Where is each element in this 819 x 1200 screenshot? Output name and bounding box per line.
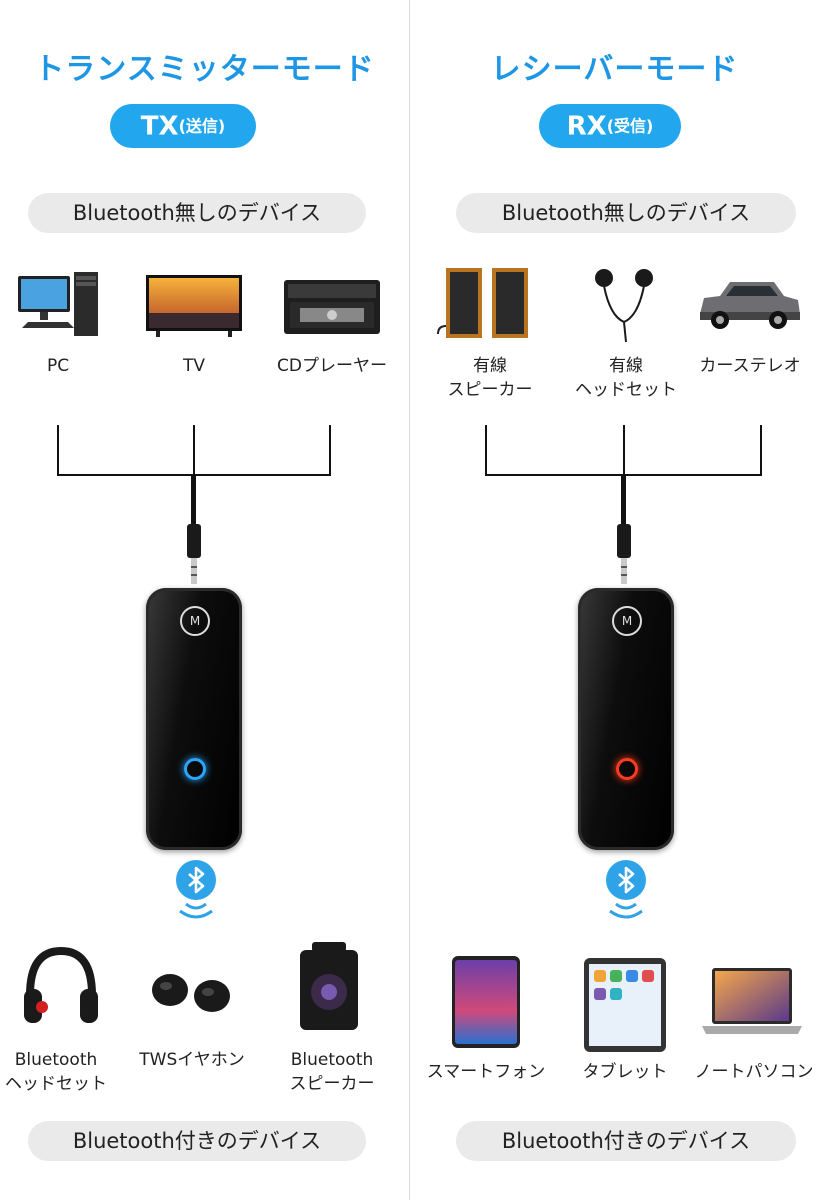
rx-source-label-2a: 有線 <box>609 356 643 376</box>
rx-badge: RX(受信) <box>539 104 681 148</box>
rx-wire-center <box>623 425 625 475</box>
mode-switch-icon: M <box>180 606 210 636</box>
rx-source-label-1a: 有線 <box>473 356 507 376</box>
column-divider <box>409 0 410 1200</box>
rx-badge-sub: (受信) <box>606 116 654 136</box>
tx-badge-main: TX <box>140 111 179 142</box>
laptop-icon <box>702 968 802 1042</box>
rx-source-pill: Bluetooth無しのデバイス <box>456 193 796 233</box>
rx-target-label-1: スマートフォン <box>426 1062 546 1082</box>
tx-aux-plug-icon <box>186 524 202 586</box>
tx-target-label-3a: Bluetooth <box>290 1050 374 1070</box>
tx-badge: TX(送信) <box>110 104 256 148</box>
tx-target-label-2: TWSイヤホン <box>139 1050 245 1070</box>
rx-adapter-device: M <box>578 588 674 850</box>
tx-target-pill: Bluetooth付きのデバイス <box>28 1121 366 1161</box>
rx-mode-title: レシーバーモード <box>490 52 739 87</box>
rx-target-label-3: ノートパソコン <box>694 1062 814 1082</box>
smartphone-icon <box>452 956 520 1048</box>
earbuds-icon <box>146 968 238 1016</box>
tx-source-label-2: TV <box>182 356 205 376</box>
rx-source-label-1b: スピーカー <box>447 380 533 400</box>
tx-wire-bus <box>57 474 331 476</box>
tx-wire-right <box>329 425 331 475</box>
rx-wire-bus <box>485 474 762 476</box>
tx-source-label-3: CDプレーヤー <box>277 356 387 376</box>
tx-target-label-1b: ヘッドセット <box>5 1074 107 1094</box>
car-icon <box>696 276 802 332</box>
tx-source-label-1: PC <box>46 356 70 376</box>
rx-cable <box>621 476 626 526</box>
tx-column: トランスミッターモード TX(送信) Bluetooth無しのデバイス PC T… <box>0 0 409 1200</box>
tx-led-indicator <box>184 758 206 780</box>
tablet-icon <box>584 958 666 1052</box>
wired-earphones-icon <box>590 266 660 346</box>
rx-wire-left <box>485 425 487 475</box>
speaker-icon <box>298 942 360 1032</box>
tx-adapter-device: M <box>146 588 242 850</box>
tx-signal-waves-icon <box>172 898 220 928</box>
tx-target-label-1a: Bluetooth <box>14 1050 98 1070</box>
rx-led-indicator <box>616 758 638 780</box>
rx-aux-plug-icon <box>616 524 632 586</box>
rx-target-label-2: タブレット <box>582 1062 668 1082</box>
pc-icon <box>18 270 100 340</box>
tx-target-label-3b: スピーカー <box>289 1074 375 1094</box>
tv-icon <box>146 275 242 339</box>
tx-bluetooth-icon <box>176 860 216 900</box>
cd-player-icon <box>284 280 380 336</box>
rx-wire-right <box>760 425 762 475</box>
tx-mode-title: トランスミッターモード <box>34 52 375 87</box>
rx-bluetooth-icon <box>606 860 646 900</box>
rx-signal-waves-icon <box>602 898 650 928</box>
rx-source-label-2b: ヘッドセット <box>575 380 677 400</box>
tx-wire-left <box>57 425 59 475</box>
rx-column: レシーバーモード RX(受信) Bluetooth無しのデバイス 有線 スピーカ… <box>410 0 819 1200</box>
rx-badge-main: RX <box>566 111 607 142</box>
tx-source-pill: Bluetooth無しのデバイス <box>28 193 366 233</box>
rx-source-label-3: カーステレオ <box>699 356 801 376</box>
mode-switch-icon: M <box>612 606 642 636</box>
tx-wire-center <box>193 425 195 475</box>
headphones-icon <box>22 945 100 1029</box>
wired-speaker-icon <box>436 266 536 342</box>
tx-cable <box>191 476 196 526</box>
tx-badge-sub: (送信) <box>178 116 226 136</box>
rx-target-pill: Bluetooth付きのデバイス <box>456 1121 796 1161</box>
